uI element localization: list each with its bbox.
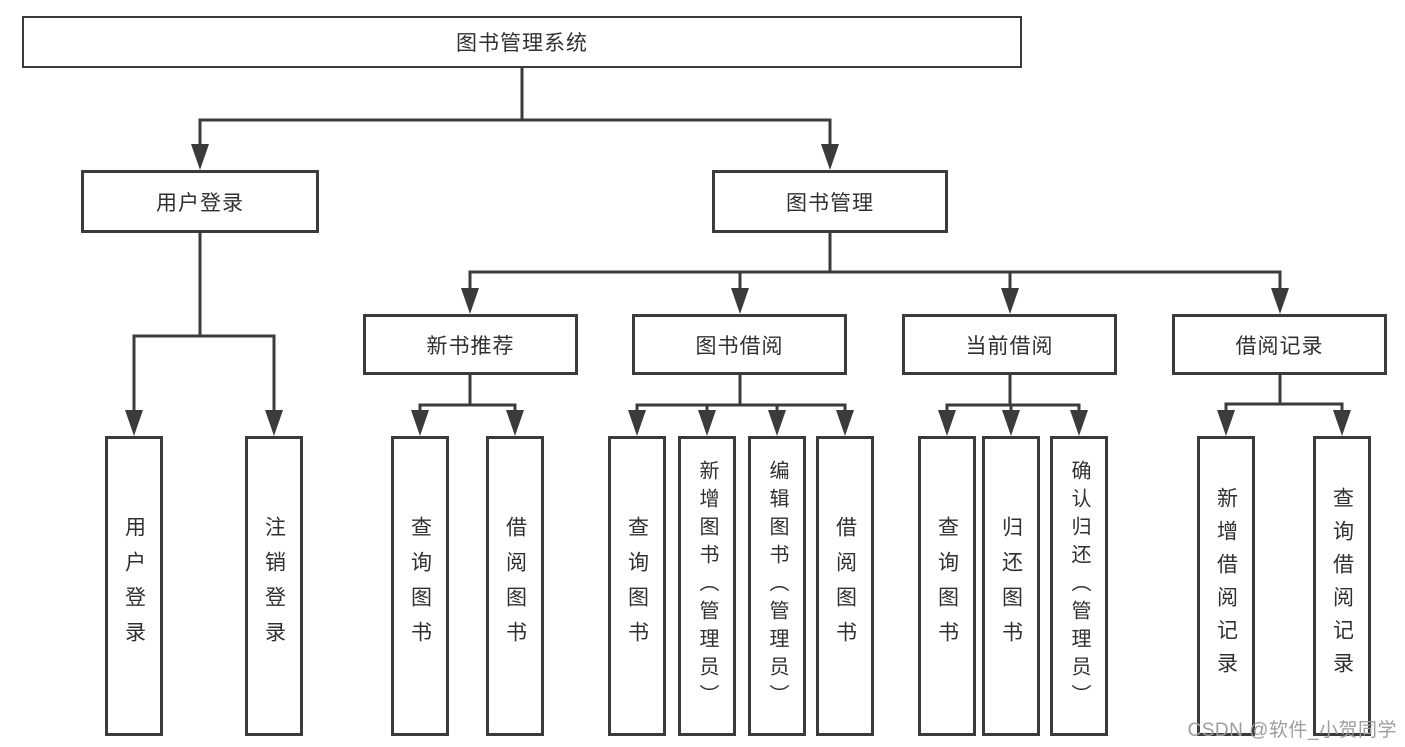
node-new-book-recommend: 新书推荐 [363,314,578,375]
leaf-nb-borrow-books: 借阅图书 [486,436,544,736]
leaf-bb-edit-book-admin: 编辑图书（管理员） [748,436,806,736]
leaf-cb-confirm-return-admin: 确认归还（管理员） [1050,436,1108,736]
leaf-br-query-borrow-record: 查询借阅记录 [1313,436,1371,736]
leaf-bb-add-book-admin: 新增图书（管理员） [678,436,736,736]
leaf-bb-query-books: 查询图书 [608,436,666,736]
leaf-nb-query-books: 查询图书 [391,436,449,736]
node-book-borrowing: 图书借阅 [632,314,847,375]
node-borrowing-records: 借阅记录 [1172,314,1387,375]
leaf-logout: 注销登录 [245,436,303,736]
leaf-user-login: 用户登录 [105,436,163,736]
csdn-watermark: CSDN @软件_小贺同学 [1187,720,1397,741]
node-root-library-management-system: 图书管理系统 [22,16,1022,68]
leaf-bb-borrow-books: 借阅图书 [816,436,874,736]
leaf-cb-query-books: 查询图书 [918,436,976,736]
leaf-cb-return-books: 归还图书 [982,436,1040,736]
node-book-management: 图书管理 [712,170,948,233]
node-user-login-branch: 用户登录 [81,170,319,233]
node-current-borrowing: 当前借阅 [902,314,1117,375]
leaf-br-add-borrow-record: 新增借阅记录 [1197,436,1255,736]
